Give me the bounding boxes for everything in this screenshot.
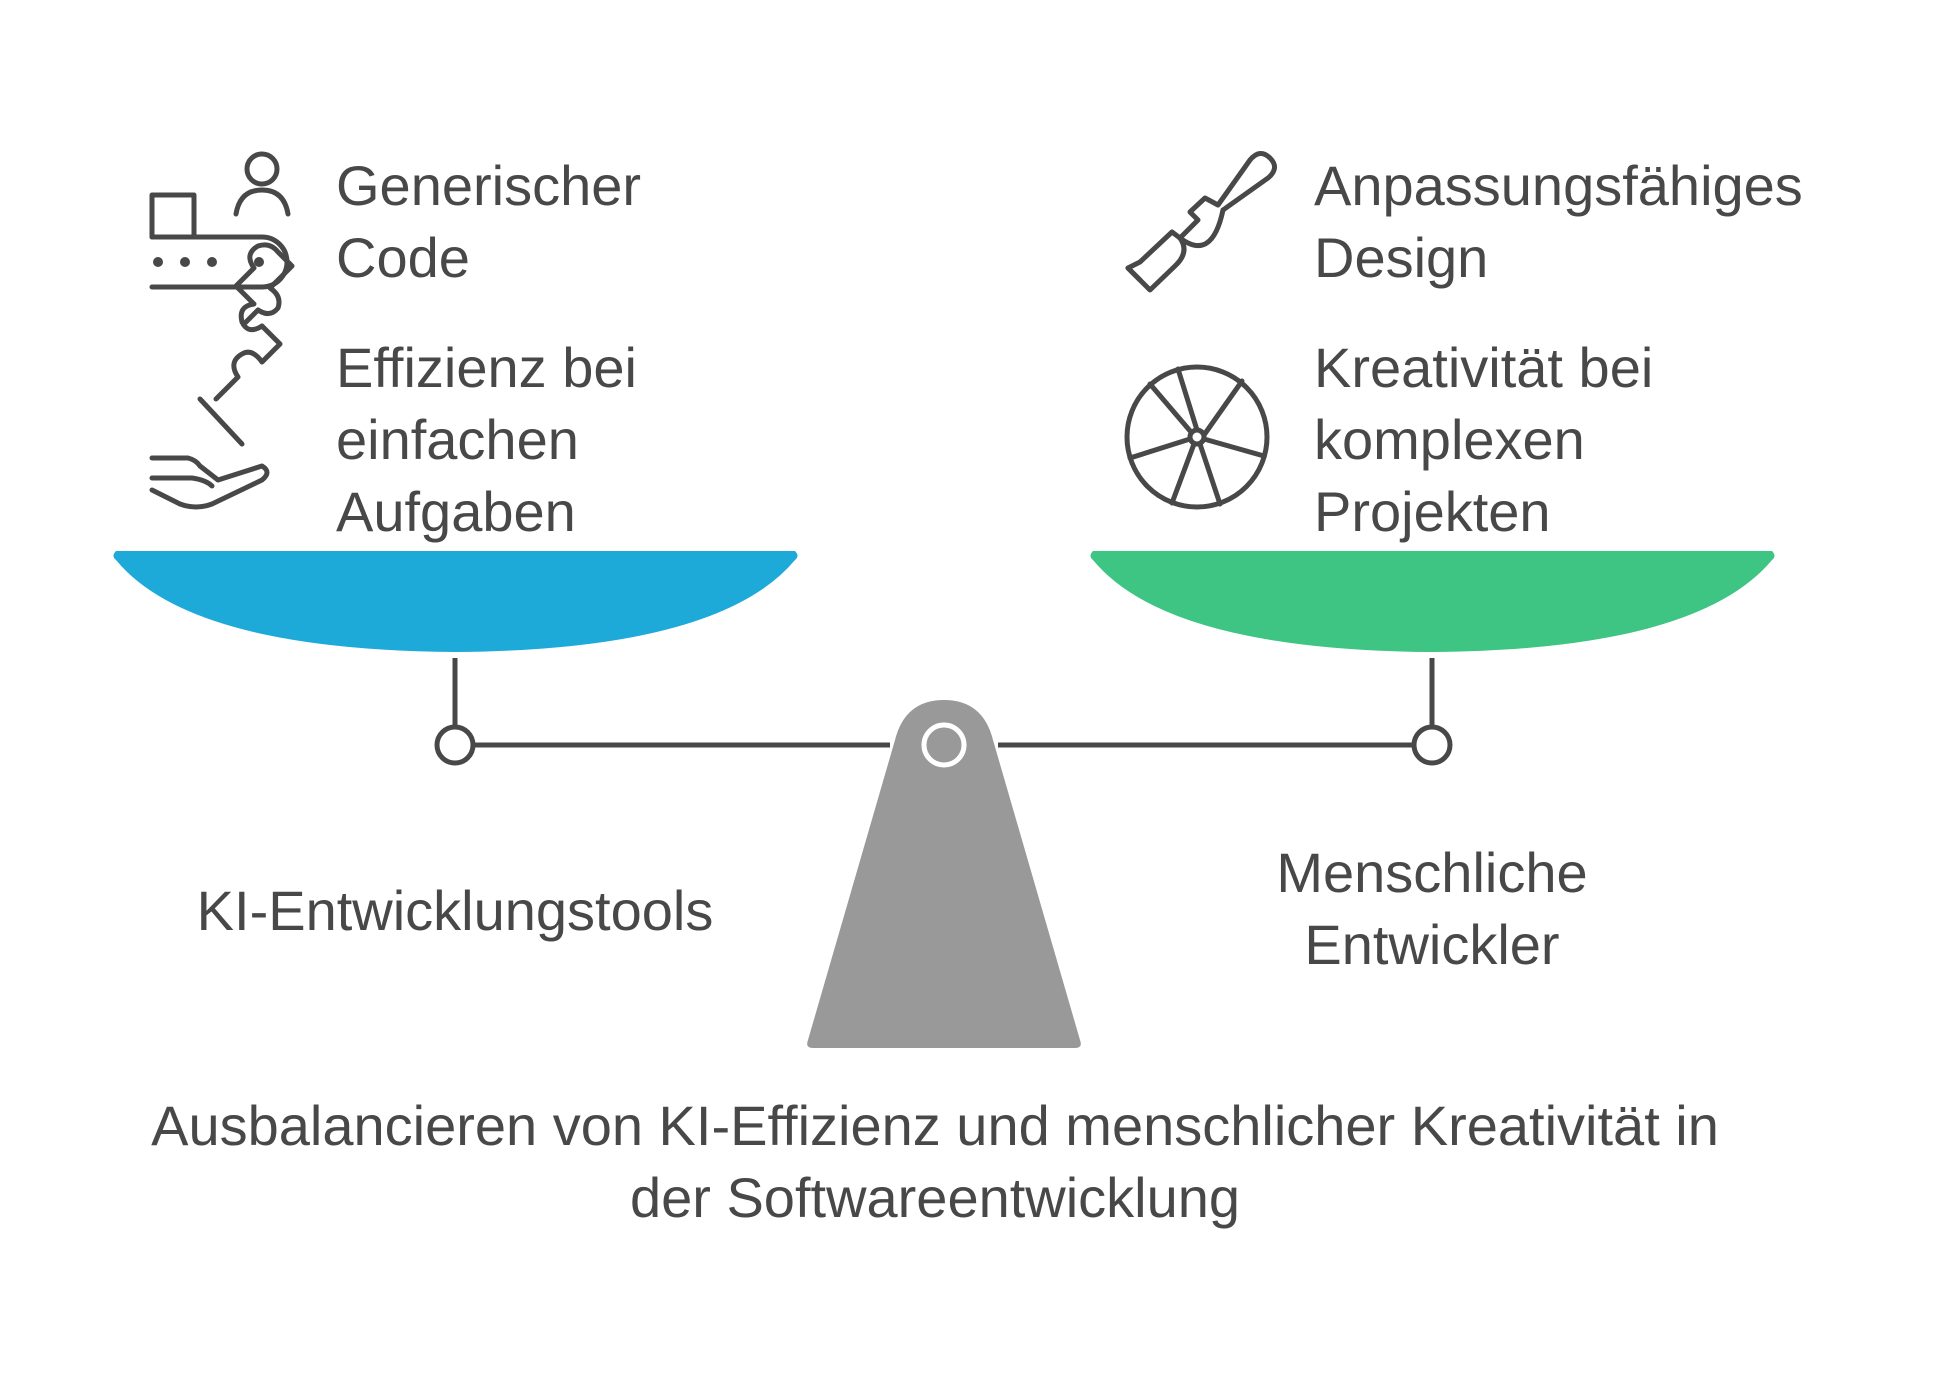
chisel-icon xyxy=(1125,151,1277,293)
left-joint xyxy=(434,724,476,766)
caption-line: Ausbalancieren von KI-Effizienz und mens… xyxy=(151,1094,1719,1157)
item-text-line: Aufgaben xyxy=(336,480,576,543)
item-text-line: Generischer xyxy=(336,154,642,217)
fulcrum xyxy=(807,700,1081,1048)
item-text-line: einfachen xyxy=(336,408,579,471)
wheel-icon xyxy=(1124,364,1270,510)
caption-line: der Softwareentwicklung xyxy=(629,1166,1241,1229)
right-joint xyxy=(1411,724,1453,766)
left-side-label: KI-Entwicklungstools xyxy=(155,875,755,947)
conveyor-person-icon xyxy=(149,151,291,290)
item-text-line: Anpassungsfähiges xyxy=(1314,154,1803,217)
item-anpassungsfaehiges-design: Anpassungsfähiges Design xyxy=(1314,150,1803,294)
item-effizienz: Effizienz bei einfachen Aufgaben xyxy=(336,332,637,548)
item-text-line: komplexen xyxy=(1314,408,1585,471)
left-side-label-text: KI-Entwicklungstools xyxy=(196,879,714,942)
item-text-line: Design xyxy=(1314,226,1489,289)
diagram-caption: Ausbalancieren von KI-Effizienz und mens… xyxy=(40,1090,1830,1234)
pivot xyxy=(921,722,967,768)
hand-puzzle-icon xyxy=(149,242,295,510)
item-text-line: Kreativität bei xyxy=(1314,336,1654,399)
item-text-line: Projekten xyxy=(1314,480,1551,543)
item-text-line: Effizienz bei xyxy=(336,336,637,399)
item-text-line: Code xyxy=(336,226,470,289)
item-generischer-code: Generischer Code xyxy=(336,150,641,294)
right-pan xyxy=(1090,551,1775,652)
left-pan xyxy=(113,551,798,652)
item-kreativitaet: Kreativität bei komplexen Projekten xyxy=(1314,332,1653,548)
right-side-label-line: Entwickler xyxy=(1304,913,1560,976)
right-side-label-line: Menschliche xyxy=(1276,841,1588,904)
right-side-label: Menschliche Entwickler xyxy=(1172,837,1692,981)
